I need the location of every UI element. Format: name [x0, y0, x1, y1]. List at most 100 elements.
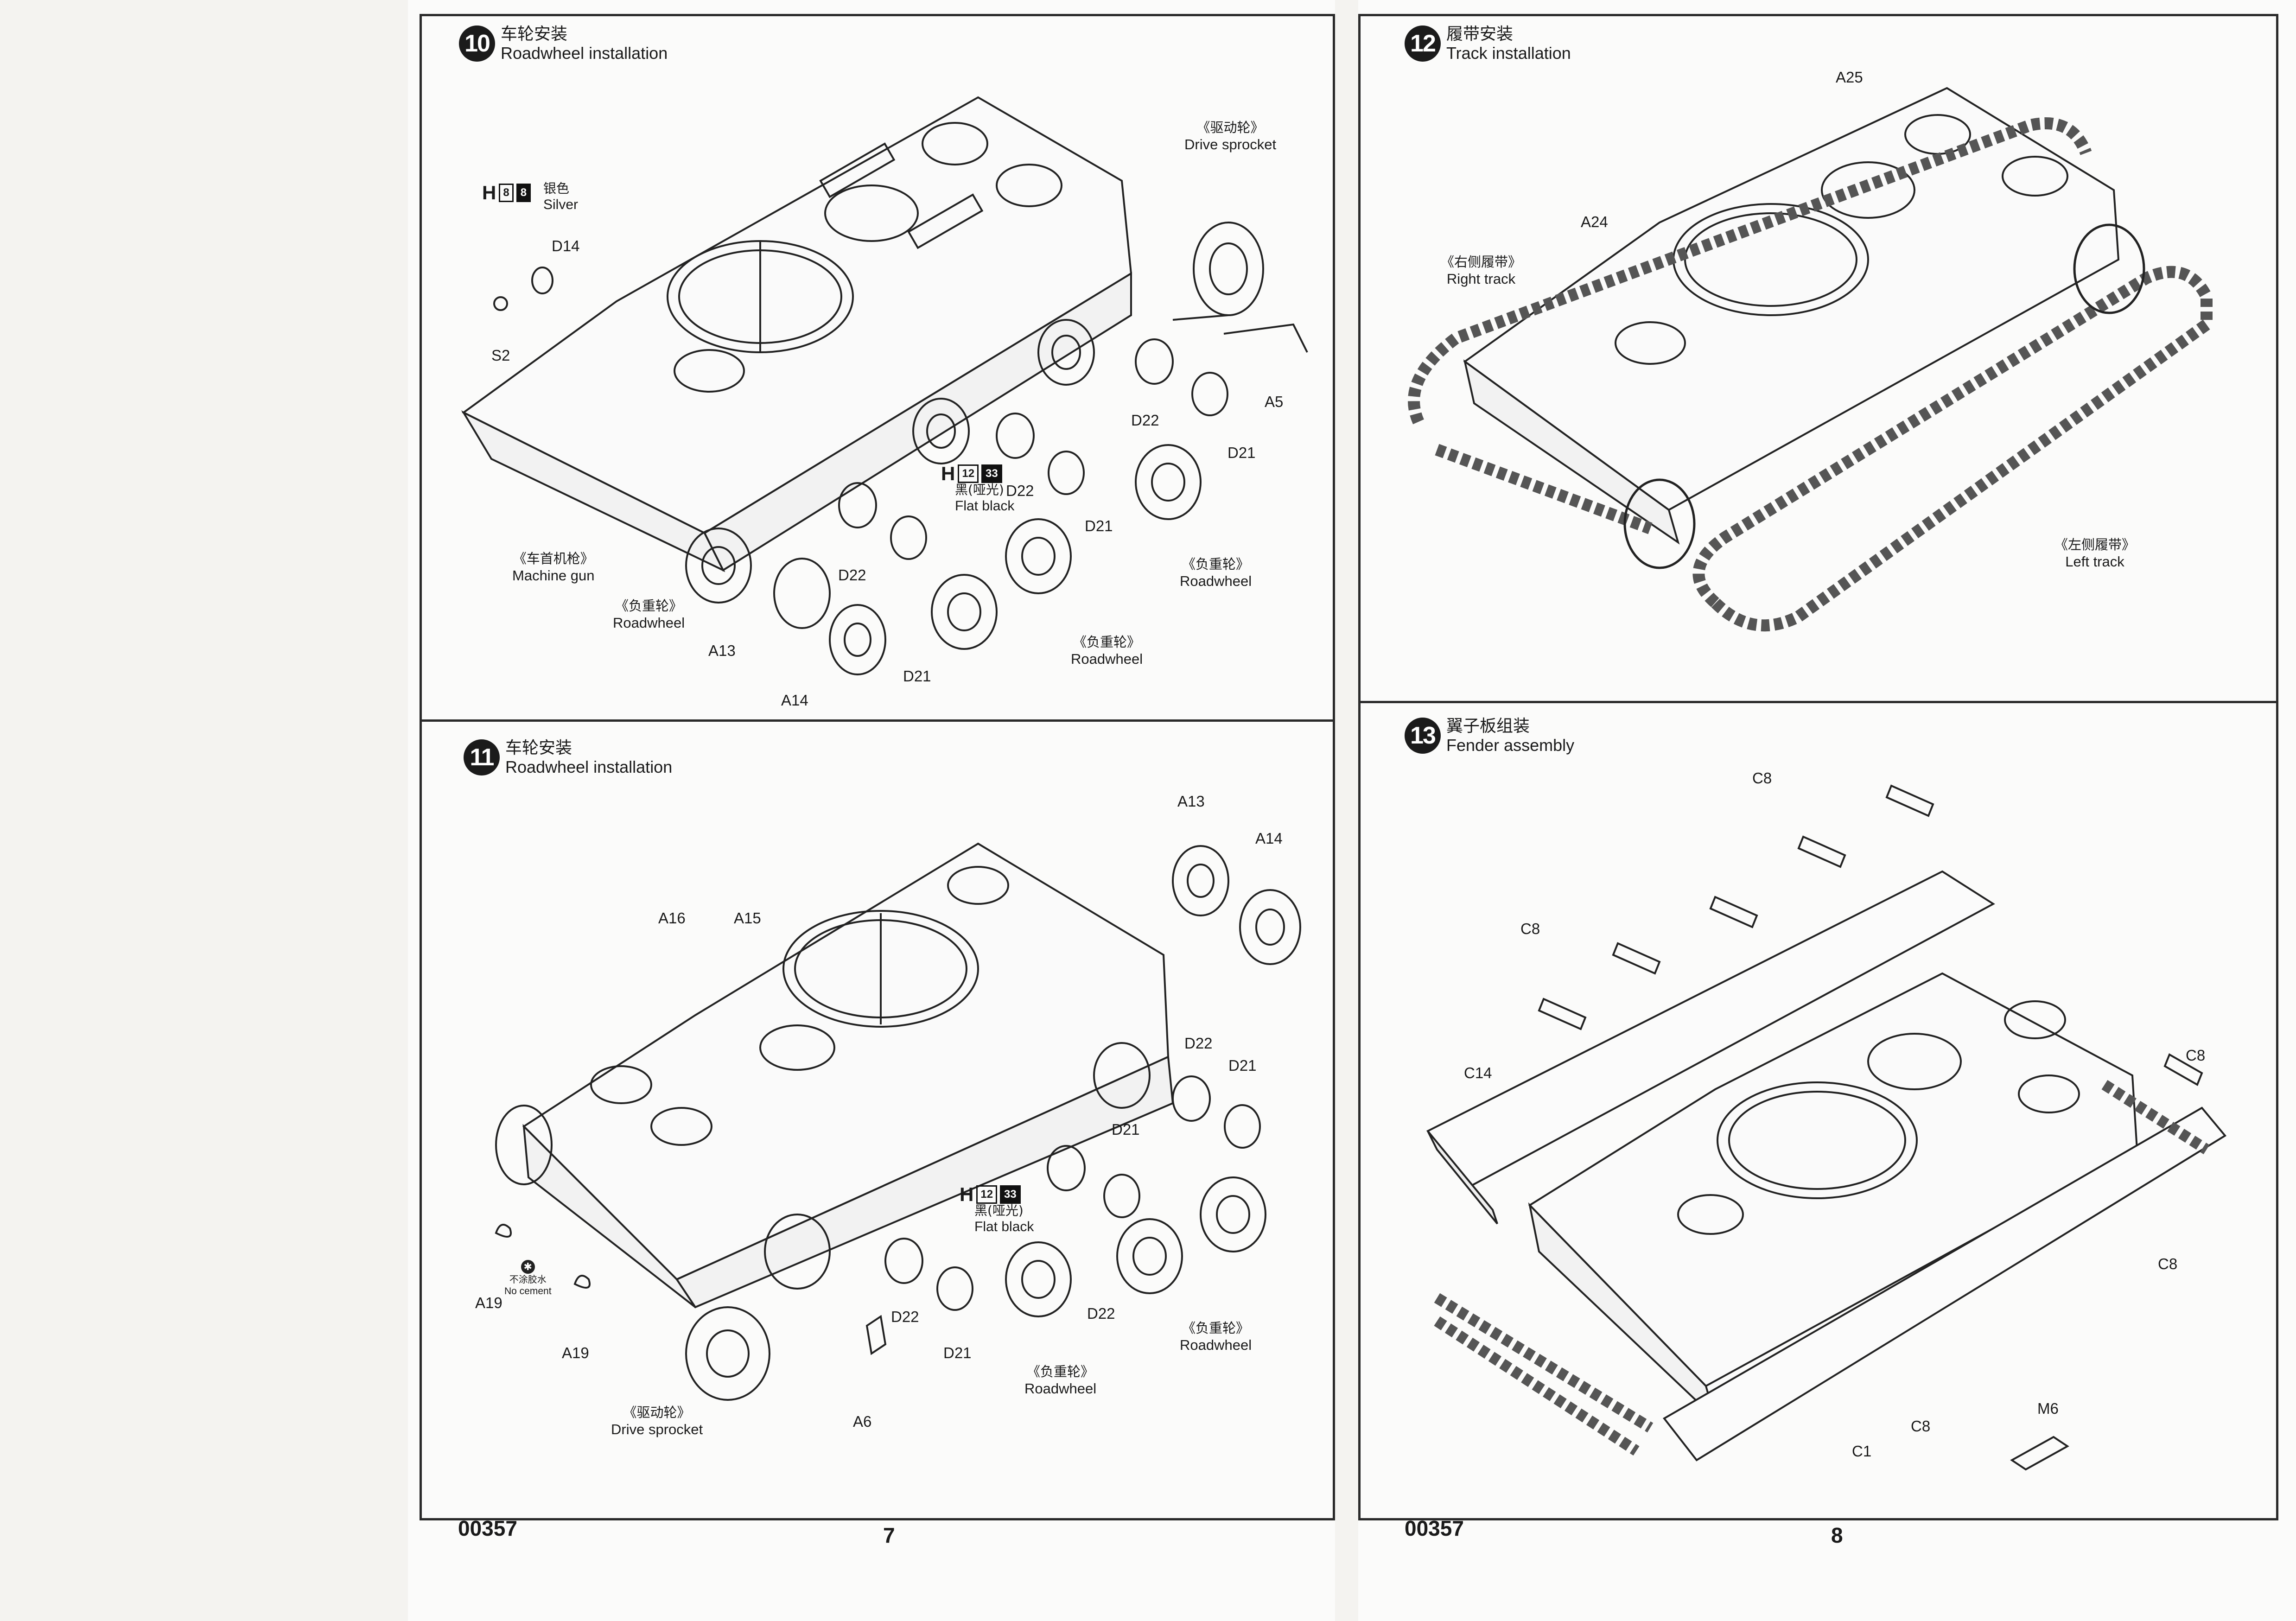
part-label: A14: [1255, 830, 1283, 847]
part-label: D22: [1131, 412, 1159, 429]
step10-number: 10: [459, 25, 495, 62]
paint-code-2: 33: [1000, 1185, 1021, 1204]
part-label: S2: [491, 347, 510, 364]
page-7-code: 00357: [458, 1516, 517, 1540]
part-label: C8: [1520, 920, 1540, 937]
step10-title-en: Roadwheel installation: [501, 44, 668, 63]
step12-title-cn: 履带安装: [1446, 25, 1514, 44]
page-8-frame: [1358, 14, 2278, 1520]
step11-hull-drawing: [495, 842, 1174, 1309]
step10-title-cn: 车轮安装: [501, 25, 568, 44]
part-label: D22: [838, 566, 866, 584]
step10-paint-black-name: 黑(哑光) Flat black: [955, 482, 1014, 515]
no-cement-note: ✱ 不涂胶水 No cement: [504, 1260, 552, 1297]
step12-header: 12 履带安装 Track installation: [1405, 25, 1571, 63]
paint-name-cn: 黑(哑光): [955, 482, 1004, 497]
part-label: A13: [708, 642, 736, 659]
part-label: M6: [2037, 1400, 2059, 1417]
part-label: D22: [1006, 482, 1034, 499]
part-label: D22: [1184, 1035, 1213, 1052]
step12-tracks: [1408, 117, 2213, 632]
page-8-code: 00357: [1405, 1516, 1464, 1540]
step10-roadwheel-label-left: 《负重轮》 Roadwheel: [613, 598, 685, 631]
part-label: C8: [1752, 769, 1772, 787]
step10-roadwheel-label-mid: 《负重轮》 Roadwheel: [1071, 634, 1143, 667]
no-cement-cn: 不涂胶水: [509, 1274, 547, 1285]
no-cement-icon: ✱: [521, 1260, 535, 1274]
step11-paint-black-name: 黑(哑光) Flat black: [974, 1203, 1034, 1235]
part-label: A6: [853, 1413, 872, 1430]
part-label: C8: [1911, 1418, 1931, 1435]
paint-code-2: 8: [516, 184, 531, 202]
page-7-frame: [420, 14, 1335, 1520]
page-8-divider: [1358, 701, 2278, 703]
part-label: C1: [1852, 1443, 1872, 1460]
part-label: A24: [1581, 213, 1608, 230]
step11-header: 11 车轮安装 Roadwheel installation: [464, 738, 673, 777]
part-label: A25: [1836, 69, 1863, 86]
step12-left-track-label: 《左侧履带》 Left track: [2054, 537, 2136, 570]
step10-wheels: [493, 222, 1308, 675]
paint-name-cn: 银色: [543, 181, 570, 196]
step10-paint-silver: H 8 8: [482, 182, 531, 204]
part-label: D22: [891, 1308, 919, 1325]
step10-paint-black: H 12 33: [941, 463, 1002, 485]
step10-roadwheel-label: 《负重轮》 Roadwheel: [1180, 556, 1252, 589]
paint-brand-letter: H: [960, 1183, 974, 1205]
page-7-number: 7: [883, 1523, 895, 1547]
step10-hull-drawing: [461, 96, 1132, 572]
step13-fenders: [1426, 784, 2227, 1471]
part-label: D21: [1085, 517, 1113, 534]
step12-title-en: Track installation: [1446, 44, 1571, 63]
part-label: A19: [562, 1344, 589, 1361]
part-label: D21: [1228, 444, 1256, 461]
paint-name-en: Flat black: [974, 1219, 1034, 1234]
part-label: A15: [734, 909, 761, 927]
paint-brand-letter: H: [482, 182, 496, 203]
part-label: D21: [1112, 1121, 1140, 1138]
step13-title-cn: 翼子板组装: [1446, 717, 1530, 736]
part-label: A5: [1265, 393, 1284, 410]
part-label: C8: [2186, 1047, 2206, 1064]
step11-paint-black: H 12 33: [960, 1183, 1021, 1206]
paint-brand-letter: H: [941, 463, 955, 484]
part-label: D22: [1087, 1305, 1115, 1322]
step12-right-track-label: 《右侧履带》 Right track: [1441, 254, 1522, 287]
step12-hull-drawing: [1463, 87, 2120, 545]
part-label: D21: [943, 1344, 972, 1361]
step11-title-en: Roadwheel installation: [505, 757, 673, 777]
no-cement-en: No cement: [504, 1286, 552, 1297]
step10-drive-sprocket-label: 《驱动轮》 Drive sprocket: [1184, 120, 1277, 153]
paint-code-1: 8: [499, 184, 514, 202]
step11-title-cn: 车轮安装: [505, 738, 572, 757]
part-label: C8: [2158, 1255, 2178, 1272]
paint-code-1: 12: [976, 1185, 998, 1204]
paint-name-cn: 黑(哑光): [974, 1203, 1024, 1218]
part-label: A13: [1177, 793, 1205, 810]
part-label: D21: [903, 667, 931, 685]
step11-number: 11: [464, 739, 500, 776]
step11-drive-sprocket-label: 《驱动轮》 Drive sprocket: [611, 1405, 703, 1437]
step10-machine-gun-label: 《车首机枪》 Machine gun: [512, 551, 595, 584]
step10-paint-silver-name: 银色 Silver: [543, 181, 578, 213]
part-label: A14: [781, 692, 808, 709]
step10-header: 10 车轮安装 Roadwheel installation: [459, 25, 668, 63]
page-8-number: 8: [1831, 1523, 1843, 1547]
step11-roadwheel-label-right: 《负重轮》 Roadwheel: [1180, 1320, 1252, 1353]
step13-title-en: Fender assembly: [1446, 736, 1575, 755]
step11-roadwheel-label-mid: 《负重轮》 Roadwheel: [1024, 1364, 1097, 1397]
paint-name-en: Silver: [543, 197, 579, 212]
part-label: A16: [658, 909, 686, 927]
page-7-divider: [420, 719, 1335, 722]
step13-hull-drawing: [1528, 972, 2138, 1422]
paint-name-en: Flat black: [955, 498, 1015, 514]
part-label: D14: [552, 237, 580, 254]
step13-number: 13: [1405, 718, 1441, 754]
step13-header: 13 翼子板组装 Fender assembly: [1405, 717, 1575, 755]
part-label: C14: [1464, 1064, 1492, 1081]
step12-number: 12: [1405, 25, 1441, 62]
part-label: D21: [1228, 1057, 1257, 1074]
part-label: A19: [475, 1294, 502, 1311]
paint-code-1: 12: [958, 464, 979, 483]
